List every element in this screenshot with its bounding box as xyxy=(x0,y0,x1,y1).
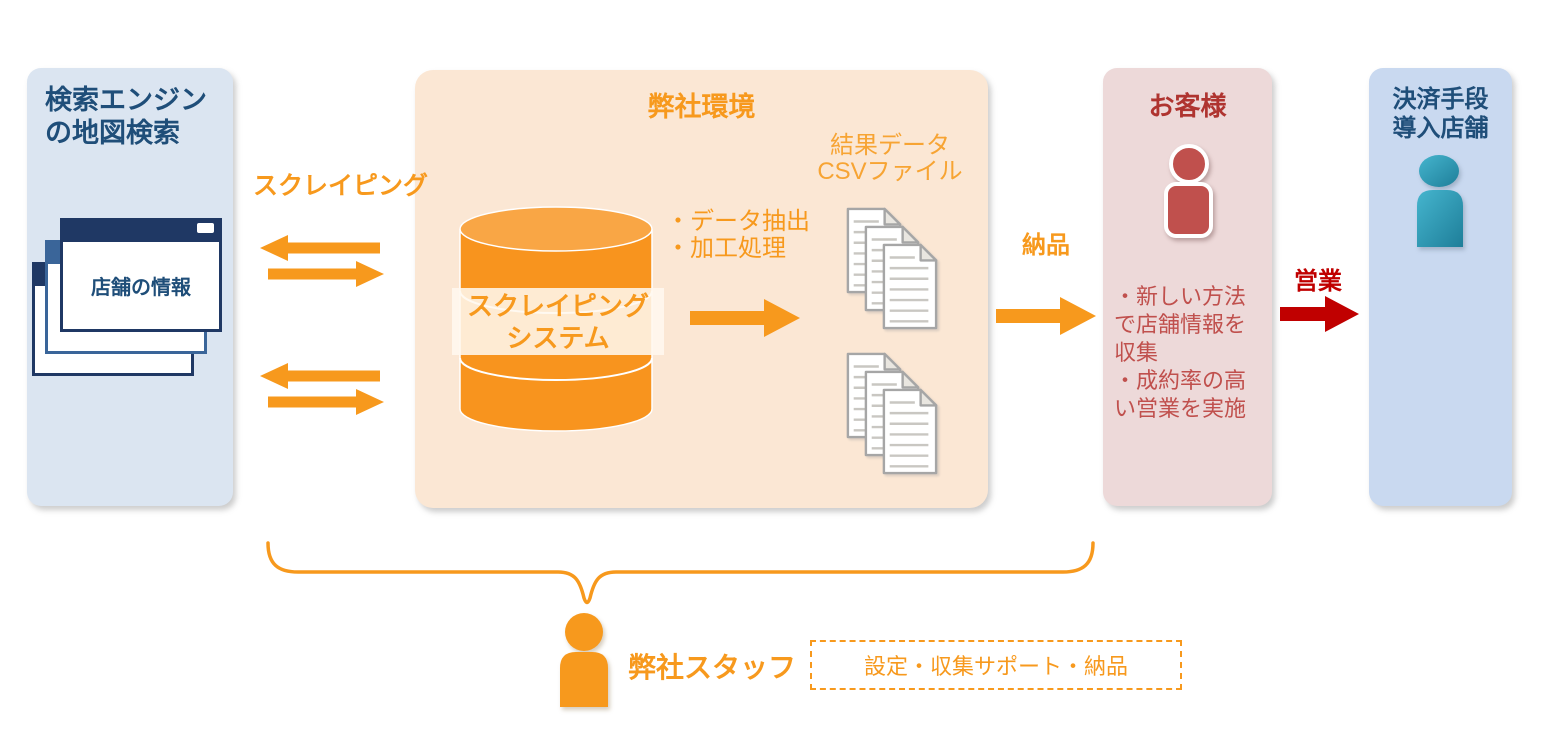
merchant-title-line2: 導入店舗 xyxy=(1392,115,1489,142)
scraping-arrows-bottom xyxy=(260,363,384,415)
window-titlebar xyxy=(60,218,222,239)
delivery-arrow-icon xyxy=(996,297,1096,335)
staff-support-note-text: 設定・収集サポート・納品 xyxy=(863,654,1128,679)
arrow-left-icon xyxy=(260,363,380,389)
customer-bullet-1: ・新しい方法で店舗情報を収集 xyxy=(1114,284,1247,365)
merchant-title-line1: 決済手段 xyxy=(1392,86,1489,113)
customer-title: お客様 xyxy=(1148,91,1227,121)
process-arrow-icon xyxy=(690,299,800,337)
process-bullet-1: ・データ抽出 xyxy=(666,208,810,235)
arrow-right-icon xyxy=(268,261,384,287)
merchant-title: 決済手段 導入店舗 xyxy=(1369,85,1512,143)
company-env-title: 弊社環境 xyxy=(647,92,756,122)
staff-person-icon xyxy=(560,613,608,707)
process-bullets: ・データ抽出 ・加工処理 xyxy=(666,208,810,262)
arrow-right-icon xyxy=(996,297,1096,335)
staff-support-note: 設定・収集サポート・納品 xyxy=(810,640,1182,690)
result-caption-line2: CSVファイル xyxy=(817,158,963,185)
arrow-right-icon xyxy=(690,299,800,337)
browser-window-front: 店舗の情報 xyxy=(60,218,222,332)
result-caption: 結果データ CSVファイル xyxy=(815,133,965,185)
customer-person-icon xyxy=(1164,144,1213,238)
scraping-arrows-top xyxy=(260,235,384,287)
merchant-panel xyxy=(1369,68,1512,506)
arrow-right-icon xyxy=(268,389,384,415)
scraping-label: スクレイピング xyxy=(253,172,429,200)
process-bullet-2: ・加工処理 xyxy=(666,235,786,262)
csv-document-icon xyxy=(882,388,938,475)
staff-label: 弊社スタッフ xyxy=(628,652,797,683)
result-caption-line1: 結果データ xyxy=(830,132,950,159)
sales-label: 営業 xyxy=(1294,268,1342,295)
scraping-system-label-line1: スクレイピング xyxy=(466,290,649,321)
customer-bullets: ・新しい方法で店舗情報を収集 ・成約率の高い営業を実施 xyxy=(1114,283,1266,423)
scraping-system-label-line2: システム xyxy=(506,322,610,353)
window-button-icon xyxy=(197,223,214,233)
window-body: 店舗の情報 xyxy=(60,239,222,332)
scraping-system-label: スクレイピング システム xyxy=(452,288,664,355)
customer-panel xyxy=(1103,68,1272,506)
store-info-label: 店舗の情報 xyxy=(91,277,191,299)
search-engine-title-line2: の地図検索 xyxy=(45,118,180,148)
staff-brace xyxy=(266,541,1095,605)
arrow-right-icon xyxy=(1280,296,1359,332)
search-engine-title: 検索エンジン の地図検索 xyxy=(45,84,207,150)
merchant-person-icon xyxy=(1417,155,1463,247)
csv-document-icon xyxy=(882,243,938,330)
arrow-left-icon xyxy=(260,235,380,261)
search-engine-title-line1: 検索エンジン xyxy=(45,85,207,115)
sales-arrow-icon xyxy=(1280,296,1359,332)
delivery-label: 納品 xyxy=(1022,232,1070,259)
customer-bullet-2: ・成約率の高い営業を実施 xyxy=(1114,368,1247,421)
